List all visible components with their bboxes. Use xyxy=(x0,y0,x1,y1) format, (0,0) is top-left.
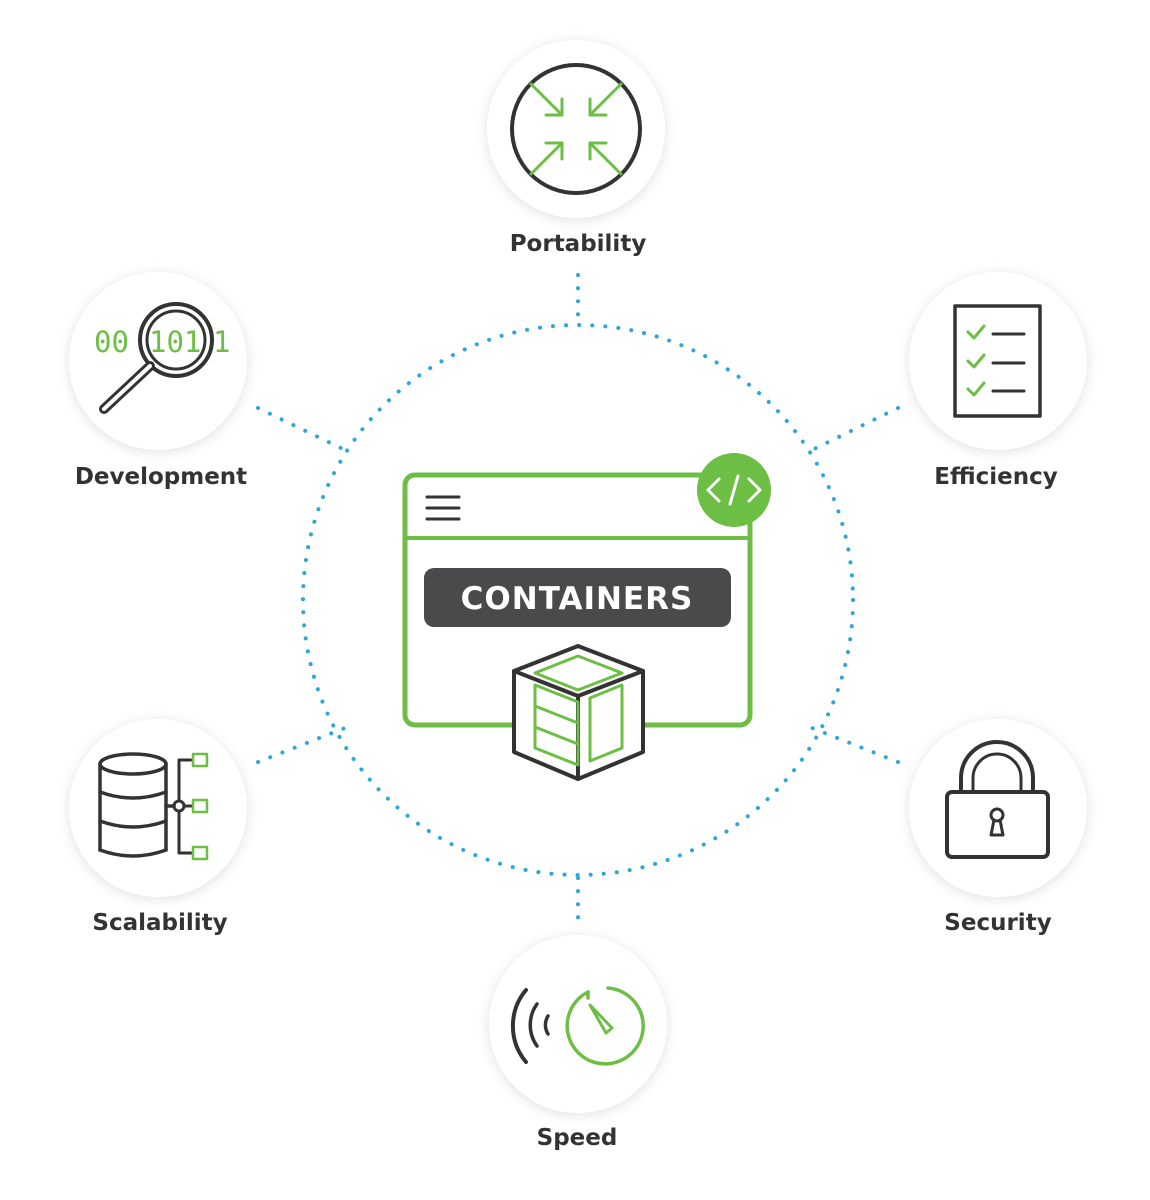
node-portability-label: Portability xyxy=(510,231,647,257)
containers-window: CONTAINERS xyxy=(402,453,771,728)
connector-efficiency xyxy=(810,406,900,452)
dotted-ring xyxy=(301,323,855,877)
hamburger-menu-icon xyxy=(425,495,461,521)
database-tree-icon xyxy=(98,752,209,861)
node-speed-label: Speed xyxy=(537,1125,618,1151)
node-efficiency-label: Efficiency xyxy=(934,464,1057,490)
magnifier-binary-icon: 00 101 1 xyxy=(94,302,230,414)
binary-left-text: 00 xyxy=(94,325,129,359)
binary-middle-text: 101 xyxy=(149,325,201,359)
padlock-icon xyxy=(945,740,1050,859)
connectors xyxy=(256,273,900,922)
connector-security xyxy=(810,726,900,764)
node-efficiency-circle xyxy=(909,272,1087,450)
checklist-icon xyxy=(953,304,1042,418)
node-security-label: Security xyxy=(944,910,1051,936)
speedometer-icon xyxy=(510,986,645,1066)
cube-icon xyxy=(512,644,645,781)
connector-scalability xyxy=(256,726,347,764)
node-speed-circle xyxy=(489,935,667,1113)
code-badge-icon xyxy=(697,453,771,527)
center-title: CONTAINERS xyxy=(461,581,694,617)
binary-right-text: 1 xyxy=(213,325,230,359)
node-scalability-label: Scalability xyxy=(92,910,227,936)
connector-development xyxy=(256,406,347,452)
compress-arrows-icon xyxy=(510,63,642,195)
node-development-label: Development xyxy=(75,464,247,490)
center-title-bar xyxy=(424,568,731,627)
node-scalability-circle xyxy=(69,719,247,897)
